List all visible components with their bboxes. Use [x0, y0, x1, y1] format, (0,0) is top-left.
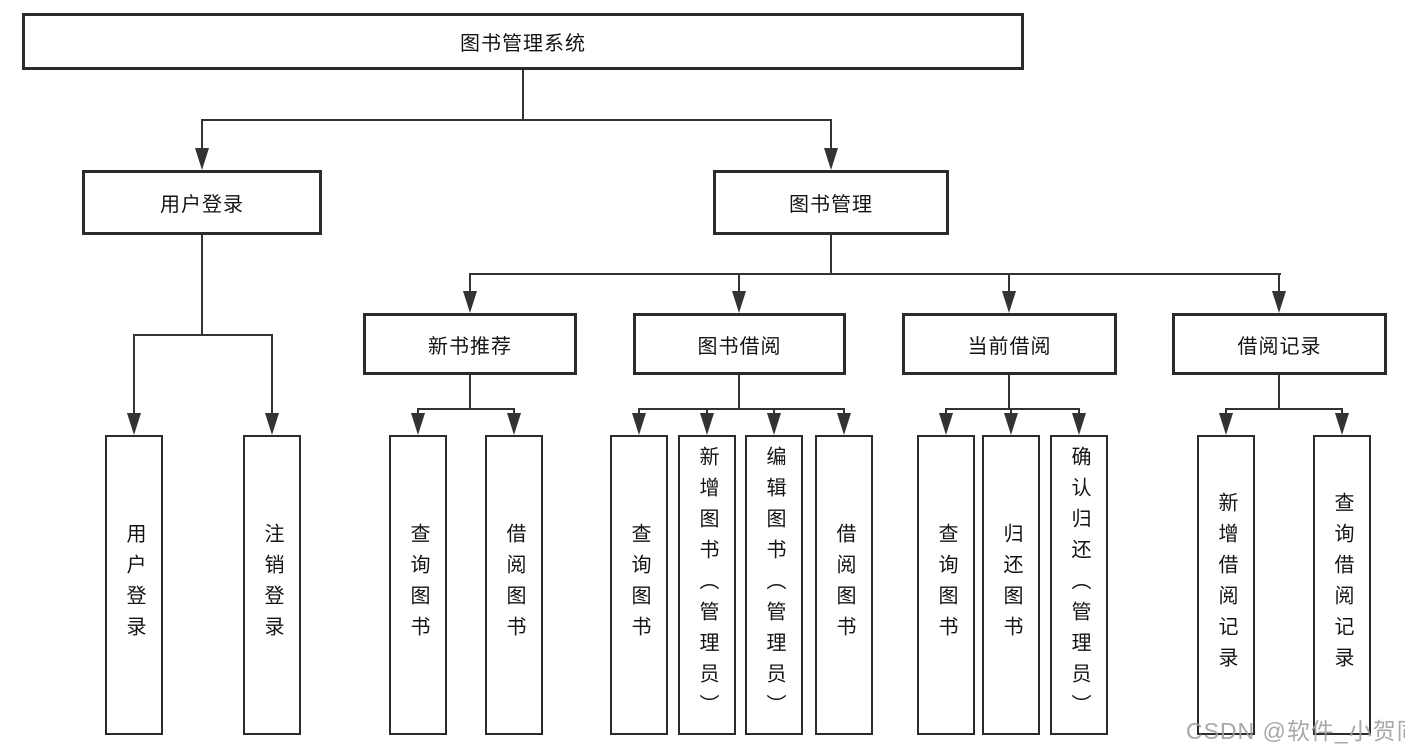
connector-drop-new-book: [469, 273, 471, 295]
node-book-management-label: 图书管理: [789, 194, 873, 216]
node-user-login: 用户登录: [82, 170, 322, 235]
connector-current-borrow-branch: [945, 408, 1080, 410]
connector-book-mgmt-stem: [830, 235, 832, 275]
connector-drop-leaf: [638, 408, 640, 416]
connector-drop-leaf: [773, 408, 775, 416]
leaf-query-books-newbook: 查询图书: [389, 435, 447, 735]
arrowhead: [507, 413, 521, 435]
arrowhead: [1335, 413, 1349, 435]
connector-drop-leaf: [513, 408, 515, 416]
node-new-book-recommend: 新书推荐: [363, 313, 577, 375]
node-book-borrow: 图书借阅: [633, 313, 846, 375]
node-borrow-records-label: 借阅记录: [1237, 335, 1322, 358]
leaf-return-book-label: 归还图书: [1000, 523, 1022, 647]
arrowhead: [632, 413, 646, 435]
connector-drop-leaf: [1341, 408, 1343, 416]
connector-drop-leaf: [271, 334, 273, 415]
arrowhead: [1002, 291, 1016, 313]
leaf-borrow-books-newbook-label: 借阅图书: [503, 523, 525, 647]
connector-borrow-records-stem: [1278, 375, 1280, 410]
leaf-logout-label: 注销登录: [261, 523, 283, 647]
connector-root-branch: [201, 119, 832, 121]
connector-drop-leaf: [945, 408, 947, 416]
leaf-query-books-current-label: 查询图书: [935, 523, 957, 647]
leaf-edit-book-admin-label: 编辑图书（管理员）: [763, 445, 785, 725]
node-book-borrow-label: 图书借阅: [697, 335, 782, 358]
leaf-confirm-return-admin: 确认归还（管理员）: [1050, 435, 1108, 735]
connector-drop-leaf: [843, 408, 845, 416]
leaf-query-borrow-record: 查询借阅记录: [1313, 435, 1371, 735]
arrowhead: [824, 148, 838, 170]
connector-drop-leaf: [1078, 408, 1080, 416]
connector-drop-borrow-records: [1278, 273, 1280, 295]
connector-user-login-branch: [133, 334, 273, 336]
connector-user-login-stem: [201, 235, 203, 336]
leaf-add-book-admin: 新增图书（管理员）: [678, 435, 736, 735]
arrowhead: [837, 413, 851, 435]
connector-drop-current-borrow: [1008, 273, 1010, 295]
connector-drop-leaf: [1225, 408, 1227, 416]
arrowhead: [1219, 413, 1233, 435]
leaf-edit-book-admin: 编辑图书（管理员）: [745, 435, 803, 735]
connector-drop-book-management: [830, 119, 832, 151]
leaf-user-login: 用户登录: [105, 435, 163, 735]
leaf-return-book: 归还图书: [982, 435, 1040, 735]
connector-new-book-branch: [417, 408, 515, 410]
connector-book-borrow-stem: [738, 375, 740, 410]
leaf-query-books-current: 查询图书: [917, 435, 975, 735]
node-new-book-recommend-label: 新书推荐: [428, 335, 512, 358]
leaf-query-books-newbook-label: 查询图书: [407, 523, 429, 647]
node-user-login-label: 用户登录: [160, 194, 244, 216]
leaf-confirm-return-admin-label: 确认归还（管理员）: [1068, 445, 1090, 725]
connector-current-borrow-stem: [1008, 375, 1010, 410]
leaf-user-login-label: 用户登录: [123, 523, 145, 647]
leaf-add-borrow-record: 新增借阅记录: [1197, 435, 1255, 735]
leaf-borrow-books-borrow: 借阅图书: [815, 435, 873, 735]
node-current-borrow: 当前借阅: [902, 313, 1117, 375]
leaf-query-borrow-record-label: 查询借阅记录: [1331, 492, 1353, 678]
arrowhead: [1072, 413, 1086, 435]
node-book-management: 图书管理: [713, 170, 949, 235]
arrowhead: [265, 413, 279, 435]
node-root-label: 图书管理系统: [460, 33, 586, 55]
arrowhead: [195, 148, 209, 170]
arrowhead: [463, 291, 477, 313]
node-current-borrow-label: 当前借阅: [967, 335, 1052, 358]
arrowhead: [700, 413, 714, 435]
leaf-borrow-books-borrow-label: 借阅图书: [833, 523, 855, 647]
connector-drop-leaf: [133, 334, 135, 415]
connector-book-borrow-branch: [638, 408, 845, 410]
connector-drop-leaf: [1010, 408, 1012, 416]
arrowhead: [939, 413, 953, 435]
watermark: CSDN @软件_小贺同学: [1186, 718, 1405, 744]
leaf-add-borrow-record-label: 新增借阅记录: [1215, 492, 1237, 678]
arrowhead: [1272, 291, 1286, 313]
leaf-add-book-admin-label: 新增图书（管理员）: [696, 445, 718, 725]
connector-drop-leaf: [706, 408, 708, 416]
connector-drop-book-borrow: [738, 273, 740, 295]
leaf-query-books-borrow-label: 查询图书: [628, 523, 650, 647]
arrowhead: [1004, 413, 1018, 435]
leaf-logout: 注销登录: [243, 435, 301, 735]
connector-root-stem: [522, 69, 524, 121]
arrowhead: [767, 413, 781, 435]
node-root: 图书管理系统: [22, 13, 1024, 70]
leaf-query-books-borrow: 查询图书: [610, 435, 668, 735]
leaf-borrow-books-newbook: 借阅图书: [485, 435, 543, 735]
node-borrow-records: 借阅记录: [1172, 313, 1387, 375]
arrowhead: [127, 413, 141, 435]
arrowhead: [732, 291, 746, 313]
connector-new-book-stem: [469, 375, 471, 410]
connector-drop-user-login: [201, 119, 203, 151]
connector-borrow-records-branch: [1225, 408, 1343, 410]
connector-book-mgmt-branch: [469, 273, 1281, 275]
arrowhead: [411, 413, 425, 435]
connector-drop-leaf: [417, 408, 419, 416]
